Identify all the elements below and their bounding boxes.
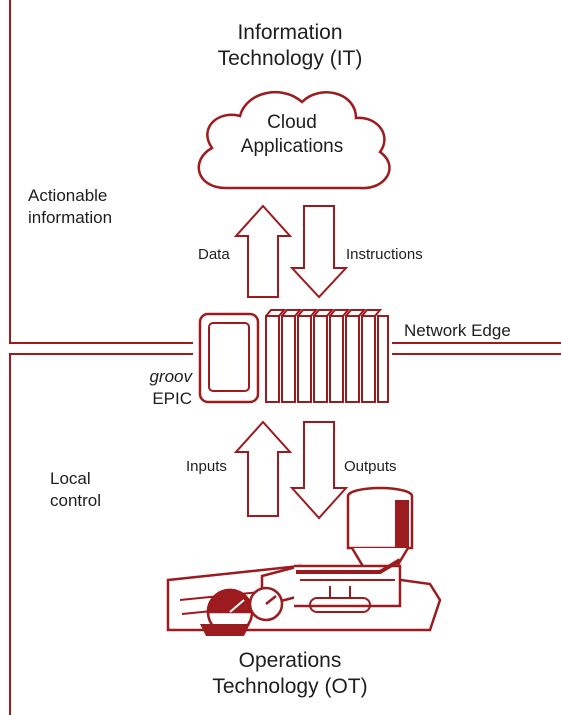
it-title-line2: Technology (IT): [217, 47, 363, 70]
actionable-line2: information: [28, 208, 113, 227]
actionable-line1: Actionable: [28, 186, 108, 205]
ot-title: Operations Technology (OT): [180, 648, 400, 700]
instructions-down-arrow: [289, 205, 349, 299]
ot-title-line1: Operations: [238, 649, 342, 672]
inputs-up-arrow: [233, 420, 293, 517]
cloud-icon: [197, 90, 391, 190]
local-line1: Local: [50, 469, 91, 488]
controller-label: groov EPIC: [122, 366, 192, 410]
it-region-border: [9, 0, 561, 344]
cloud-label: Cloud Applications: [222, 111, 362, 159]
local-line2: control: [50, 491, 102, 510]
local-control-label: Local control: [50, 468, 101, 512]
groov-epic-controller-icon: [198, 312, 260, 404]
machine-tray: [200, 624, 250, 636]
ot-region-border: [9, 353, 561, 715]
hopper-band: [395, 500, 409, 548]
ot-title-line2: Technology (OT): [212, 675, 368, 698]
machine-rod: [296, 558, 402, 574]
data-up-arrow: [233, 204, 293, 298]
network-edge-label: Network Edge: [404, 321, 511, 340]
controller-brand: groov: [149, 367, 192, 386]
data-label: Data: [198, 246, 230, 263]
io-modules-icon: [265, 309, 389, 403]
industrial-machinery-icon: [166, 486, 442, 636]
outputs-down-arrow: [289, 421, 349, 520]
cloud-label-line2: Applications: [240, 136, 344, 157]
it-title-line1: Information: [237, 21, 343, 44]
gauge-icon: [206, 586, 284, 636]
actionable-information-label: Actionable information: [28, 185, 112, 229]
instructions-label: Instructions: [346, 246, 423, 263]
machine-body-icon: [166, 564, 442, 632]
inputs-label: Inputs: [186, 458, 227, 475]
cloud-label-line1: Cloud: [267, 112, 317, 133]
it-title: Information Technology (IT): [180, 20, 400, 72]
outputs-label: Outputs: [344, 458, 397, 475]
controller-model: EPIC: [152, 389, 192, 408]
